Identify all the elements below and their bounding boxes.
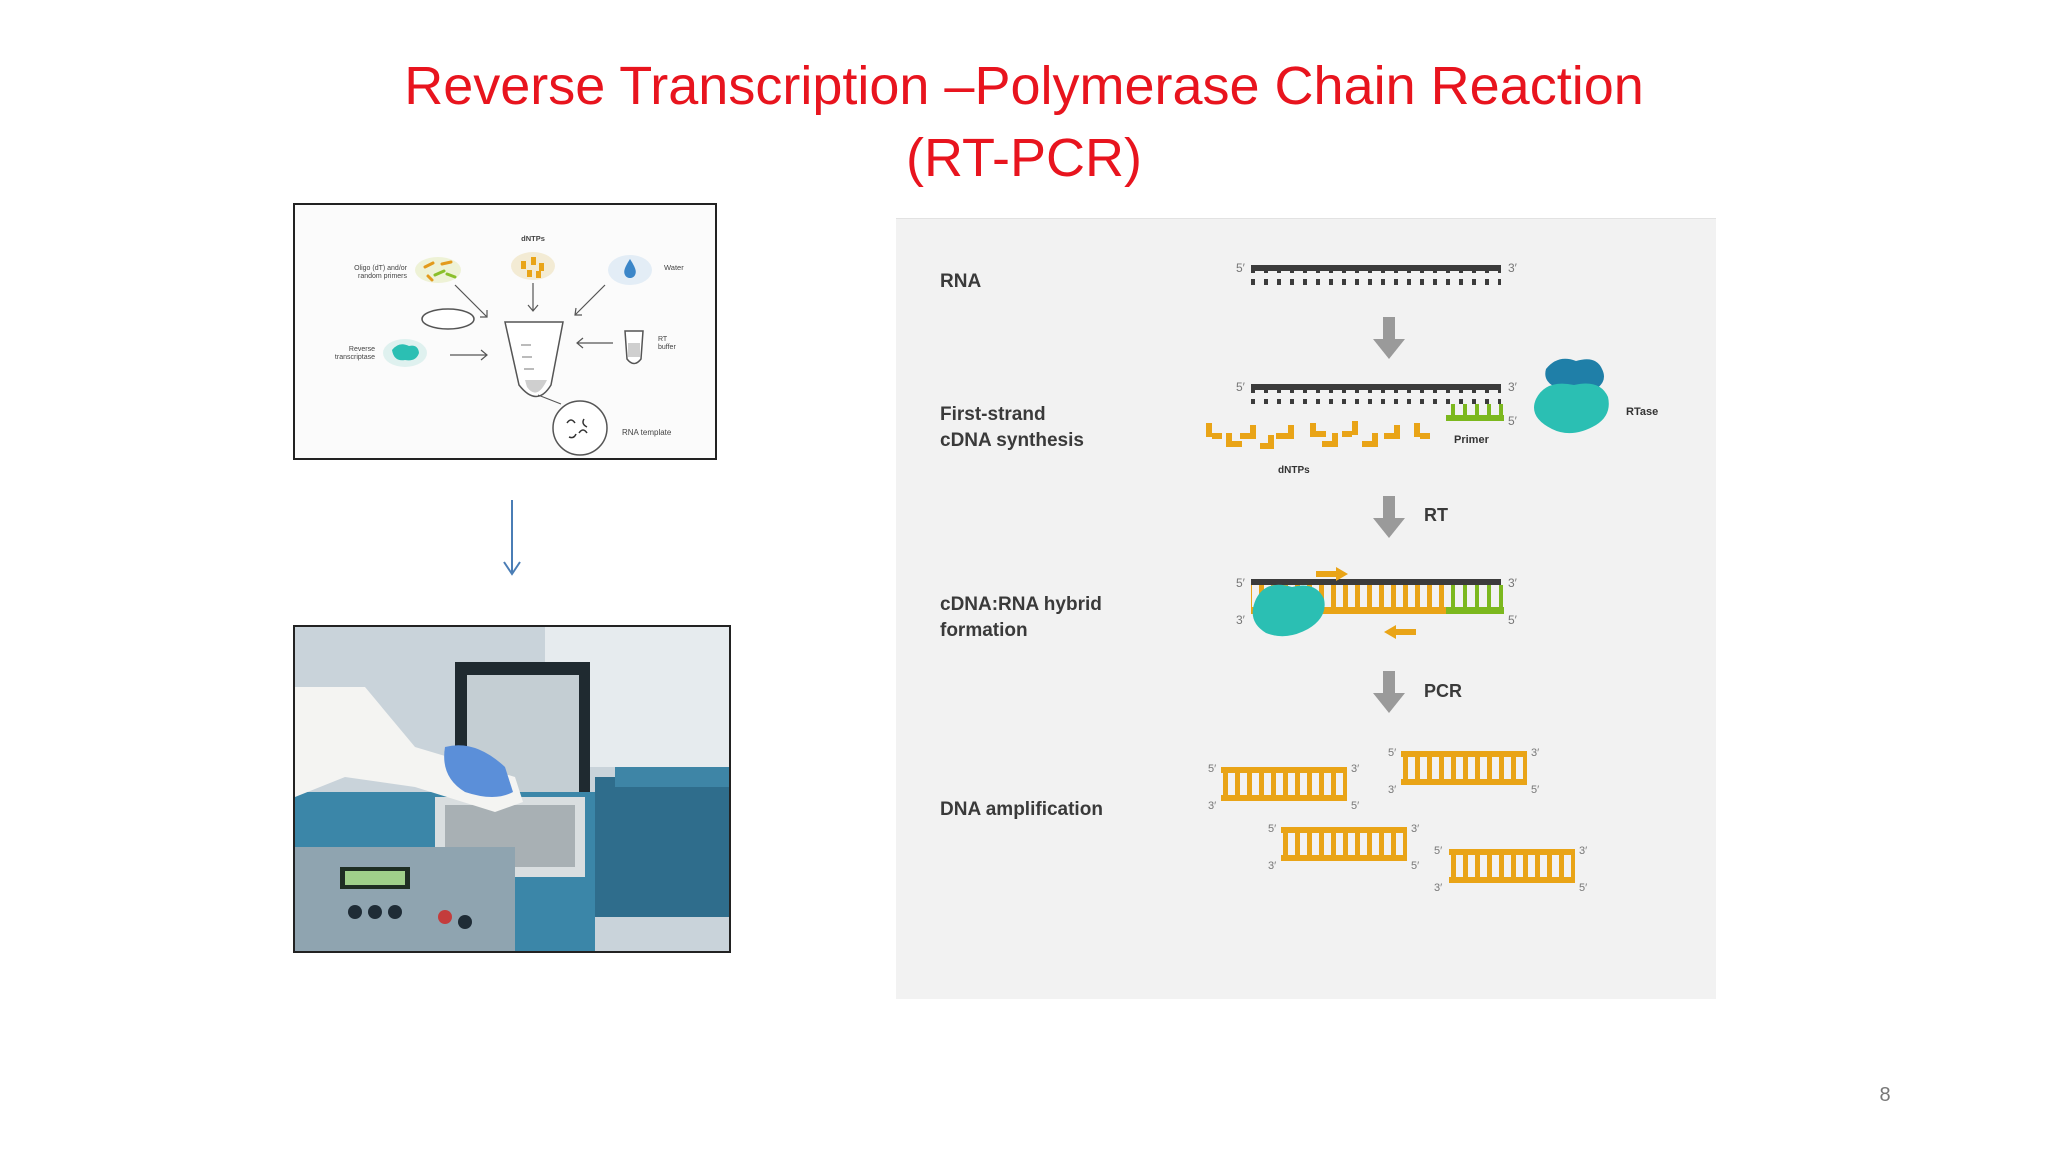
hybrid-5prime: 5′ xyxy=(1236,576,1246,590)
amp4-3prime-b: 3′ xyxy=(1434,882,1442,894)
tube-cap-icon xyxy=(421,308,475,330)
reaction-mix-diagram: dNTPs Oligo (dT) and/or random primers W… xyxy=(293,203,717,460)
step-label-first-strand: First-strand cDNA synthesis xyxy=(940,404,1084,451)
dna-duplex-1 xyxy=(1221,767,1347,801)
process-arrow-pcr-icon xyxy=(1373,671,1405,713)
tube-liquid-icon xyxy=(525,380,547,393)
primers-blob-icon xyxy=(415,257,461,283)
page-number: 8 xyxy=(1879,1084,1891,1106)
label-buffer-1: RT xyxy=(658,336,668,343)
amp3-3prime: 3′ xyxy=(1411,823,1419,835)
rna-5prime: 5′ xyxy=(1236,261,1246,275)
water-drop-icon xyxy=(624,259,636,278)
dna-duplex-2 xyxy=(1401,751,1527,785)
label-rt-1: Reverse xyxy=(349,346,375,353)
hybrid-3prime-b: 3′ xyxy=(1236,613,1246,627)
dntps-molecules-icon xyxy=(1206,421,1430,449)
amp1-3prime: 3′ xyxy=(1351,763,1359,775)
thermal-cycler-illustration xyxy=(295,627,729,951)
title-line-2: (RT-PCR) xyxy=(906,128,1142,188)
rtase-hybrid-icon xyxy=(1252,584,1325,637)
amp2-5prime: 5′ xyxy=(1388,747,1396,759)
amp2-3prime: 3′ xyxy=(1531,747,1539,759)
amp2-5prime-b: 5′ xyxy=(1531,784,1539,796)
dna-duplex-4 xyxy=(1449,849,1575,883)
strand2-3prime: 3′ xyxy=(1508,380,1518,394)
enzyme-icon xyxy=(392,344,419,361)
rt-pcr-process-diagram: RNA First-strand cDNA synthesis cDNA:RNA… xyxy=(896,218,1716,999)
step-label-rna: RNA xyxy=(940,271,982,292)
process-arrow-rt-icon xyxy=(1373,496,1405,538)
label-pcr: PCR xyxy=(1424,681,1462,701)
hybrid-5prime-b: 5′ xyxy=(1508,613,1518,627)
amp4-5prime: 5′ xyxy=(1434,845,1442,857)
amp4-5prime-b: 5′ xyxy=(1579,882,1587,894)
amp2-3prime-b: 3′ xyxy=(1388,784,1396,796)
primer-5prime: 5′ xyxy=(1508,414,1518,428)
amp4-3prime: 3′ xyxy=(1579,845,1587,857)
rna-3prime: 3′ xyxy=(1508,261,1518,275)
amp3-3prime-b: 3′ xyxy=(1268,860,1276,872)
label-water: Water xyxy=(664,263,684,272)
dntps-blob-icon xyxy=(511,252,555,280)
reaction-mix-illustration: dNTPs Oligo (dT) and/or random primers W… xyxy=(335,234,684,456)
label-dntps: dNTPs xyxy=(521,234,545,243)
slide-title: Reverse Transcription –Polymerase Chain … xyxy=(0,50,2048,194)
rna-strand xyxy=(1251,265,1501,285)
amp1-5prime-b: 5′ xyxy=(1351,800,1359,812)
amp3-5prime-b: 5′ xyxy=(1411,860,1419,872)
label-primers-2: random primers xyxy=(358,273,408,280)
dntps-icon xyxy=(521,257,544,278)
down-arrow-icon xyxy=(503,500,521,576)
rna-strand-2 xyxy=(1251,384,1504,421)
label-primers-1: Oligo (dT) and/or xyxy=(354,265,408,272)
tube-icon xyxy=(504,321,564,398)
step-label-hybrid: cDNA:RNA hybrid formation xyxy=(940,594,1102,641)
rna-template-icon xyxy=(552,400,608,456)
strand2-5prime: 5′ xyxy=(1236,380,1246,394)
amp1-5prime: 5′ xyxy=(1208,763,1216,775)
label-rt: RT xyxy=(1424,505,1448,525)
thermal-cycler-photo xyxy=(293,625,731,953)
label-dntps-2: dNTPs xyxy=(1278,465,1310,476)
step-label-amplification: DNA amplification xyxy=(940,799,1103,820)
label-primer: Primer xyxy=(1454,434,1490,446)
mix-arrows xyxy=(450,283,613,361)
amp1-3prime-b: 3′ xyxy=(1208,800,1216,812)
process-arrow-1-icon xyxy=(1373,317,1405,359)
primers-icon xyxy=(423,260,457,282)
dna-duplex-3 xyxy=(1281,827,1407,861)
title-line-1: Reverse Transcription –Polymerase Chain … xyxy=(404,56,1644,116)
label-rt-2: transcriptase xyxy=(335,354,375,361)
label-rtase: RTase xyxy=(1626,406,1658,418)
amp3-5prime: 5′ xyxy=(1268,823,1276,835)
rt-pcr-graphics: 5′ 3′ 5′ 3′ 5′ Primer RTase xyxy=(1206,261,1658,894)
label-buffer-2: buffer xyxy=(658,344,676,351)
rtase-enzyme-icon xyxy=(1534,358,1609,434)
hybrid-3prime: 3′ xyxy=(1508,576,1518,590)
label-rna-template: RNA template xyxy=(622,428,672,437)
